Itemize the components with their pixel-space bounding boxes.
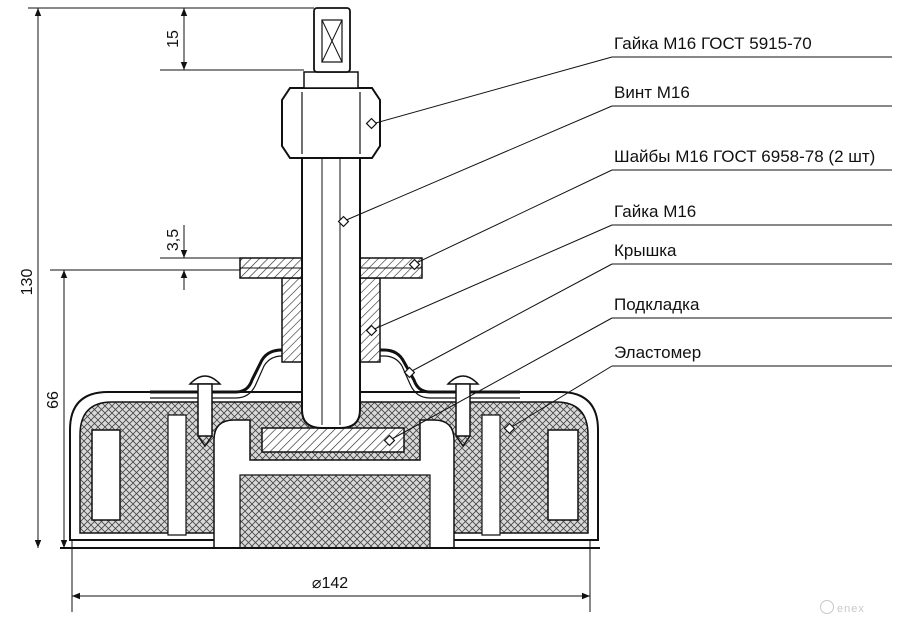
screw-shaft xyxy=(301,149,361,429)
dim-130: 130 xyxy=(19,269,36,296)
screw-top-end xyxy=(303,7,359,89)
watermark-logo: enex xyxy=(820,600,865,615)
label-nut-gost: Гайка М16 ГОСТ 5915-70 xyxy=(614,34,812,53)
dimension-lines xyxy=(28,7,591,612)
label-cover: Крышка xyxy=(614,241,677,260)
inner-nut xyxy=(281,277,381,363)
leader-dots xyxy=(337,117,516,447)
watermark-icon xyxy=(820,600,834,614)
washers xyxy=(239,257,423,279)
label-pad: Подкладка xyxy=(614,295,700,314)
top-nut xyxy=(281,87,381,159)
watermark-text: enex xyxy=(837,603,865,615)
pad-insert xyxy=(261,427,405,453)
left-screw xyxy=(188,375,222,448)
dim-66: 66 xyxy=(45,391,62,409)
dim-142: ⌀142 xyxy=(312,575,348,592)
dim-3-5: 3,5 xyxy=(165,229,182,251)
label-nut: Гайка М16 xyxy=(614,202,697,221)
leader-lines xyxy=(343,56,892,441)
dim-15: 15 xyxy=(165,30,182,48)
label-screw: Винт М16 xyxy=(614,83,690,102)
right-screw xyxy=(446,375,480,448)
label-washers: Шайбы М16 ГОСТ 6958-78 (2 шт) xyxy=(614,147,876,166)
label-elastomer: Эластомер xyxy=(614,343,702,362)
